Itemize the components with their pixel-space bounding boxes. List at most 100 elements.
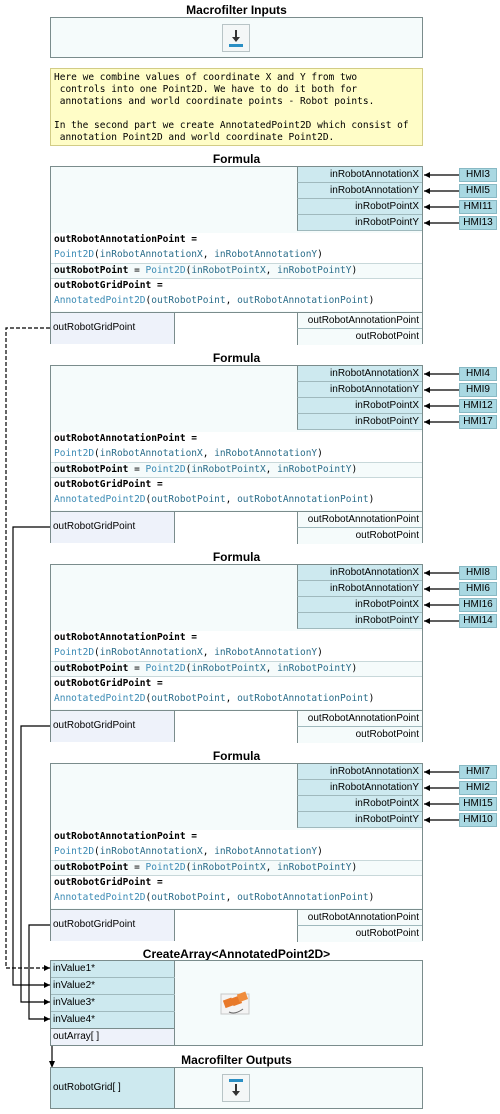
macrofilter-inputs-block[interactable] (50, 17, 423, 58)
code-line: outRobotAnnotationPoint = (51, 233, 422, 248)
output-port-annotation-point[interactable]: outRobotAnnotationPoint (297, 313, 422, 329)
code-arg: inRobotAnnotationY (214, 846, 318, 857)
formula-input-port[interactable]: inRobotAnnotationX (297, 167, 422, 183)
formula-input-port[interactable]: inRobotAnnotationX (297, 565, 422, 581)
code-arg: inRobotAnnotationY (214, 448, 318, 459)
code-line: outRobotPoint = Point2D(inRobotPointX, i… (51, 462, 422, 478)
formula-input-port[interactable]: inRobotPointX (297, 796, 422, 812)
create-array-input-3[interactable]: inValue3* (51, 995, 175, 1012)
formula-input-port[interactable]: inRobotAnnotationY (297, 780, 422, 796)
formula-input-port[interactable]: inRobotAnnotationY (297, 581, 422, 597)
output-port-grid-point[interactable]: outRobotGridPoint (51, 313, 175, 344)
code-line: outRobotGridPoint = (51, 677, 422, 692)
hmi-source-tag[interactable]: HMI9 (459, 383, 497, 397)
code-arg: inRobotAnnotationY (214, 647, 318, 658)
formula-title: Formula (212, 550, 261, 564)
code-arg: inRobotAnnotationX (99, 448, 203, 459)
hmi-source-tag[interactable]: HMI12 (459, 399, 497, 413)
formula-input-port[interactable]: inRobotAnnotationY (297, 183, 422, 199)
upload-icon[interactable] (222, 1074, 250, 1102)
code-line: outRobotPoint = Point2D(inRobotPointX, i… (51, 860, 422, 876)
code-fn: Point2D (54, 647, 95, 658)
code-assign: outRobotGridPoint = (54, 678, 163, 689)
formula-input-port[interactable]: inRobotAnnotationY (297, 382, 422, 398)
formula-output-row: outRobotGridPoint outRobotAnnotationPoint… (51, 511, 422, 544)
macrofilter-outputs-block[interactable]: outRobotGrid[ ] (50, 1067, 423, 1109)
formula-input-port[interactable]: inRobotPointY (297, 613, 422, 629)
formula-input-port[interactable]: inRobotPointY (297, 812, 422, 828)
code-line: Point2D(inRobotAnnotationX, inRobotAnnot… (51, 447, 422, 462)
hmi-source-tag[interactable]: HMI10 (459, 813, 497, 827)
code-arg: outRobotPoint (151, 892, 226, 903)
hmi-source-tag[interactable]: HMI3 (459, 168, 497, 182)
output-port-robot-point[interactable]: outRobotPoint (297, 528, 422, 544)
create-array-input-2[interactable]: inValue2* (51, 978, 175, 995)
code-line: Point2D(inRobotAnnotationX, inRobotAnnot… (51, 845, 422, 860)
formula-input-port[interactable]: inRobotPointY (297, 215, 422, 231)
code-assign: outRobotGridPoint = (54, 479, 163, 490)
code-line: outRobotGridPoint = (51, 876, 422, 891)
code-fn: AnnotatedPoint2D (54, 892, 146, 903)
output-port-annotation-point[interactable]: outRobotAnnotationPoint (297, 512, 422, 528)
code-fn: Point2D (54, 249, 95, 260)
hmi-arrows (424, 174, 459, 821)
output-port-robot-point[interactable]: outRobotPoint (297, 727, 422, 743)
download-icon[interactable] (222, 24, 250, 52)
create-array-block[interactable]: inValue1* inValue2* inValue3* inValue4* … (50, 960, 423, 1046)
code-arg: inRobotAnnotationX (99, 249, 203, 260)
hmi-source-tag[interactable]: HMI4 (459, 367, 497, 381)
formula-input-port[interactable]: inRobotPointX (297, 597, 422, 613)
code-fn: Point2D (145, 464, 186, 475)
output-port-robot-grid[interactable]: outRobotGrid[ ] (51, 1068, 175, 1108)
code-line: AnnotatedPoint2D(outRobotPoint, outRobot… (51, 891, 422, 908)
code-arg: outRobotPoint (151, 693, 226, 704)
formula-input-port[interactable]: inRobotAnnotationX (297, 366, 422, 382)
code-assign: outRobotGridPoint = (54, 280, 163, 291)
hmi-source-tag[interactable]: HMI7 (459, 765, 497, 779)
code-arg: outRobotAnnotationPoint (237, 892, 369, 903)
hmi-source-tag[interactable]: HMI5 (459, 184, 497, 198)
formula-input-port[interactable]: inRobotPointX (297, 398, 422, 414)
hmi-source-tag[interactable]: HMI13 (459, 216, 497, 230)
code-arg: inRobotAnnotationX (99, 846, 203, 857)
code-arg: inRobotPointX (191, 862, 266, 873)
create-array-input-4[interactable]: inValue4* (51, 1012, 175, 1029)
output-port-robot-point[interactable]: outRobotPoint (297, 926, 422, 942)
code-assign: outRobotPoint (54, 862, 129, 873)
hmi-source-tag[interactable]: HMI8 (459, 566, 497, 580)
formula-output-row: outRobotGridPoint outRobotAnnotationPoint… (51, 909, 422, 942)
output-port-grid-point[interactable]: outRobotGridPoint (51, 512, 175, 543)
hmi-source-tag[interactable]: HMI15 (459, 797, 497, 811)
formula-input-port[interactable]: inRobotAnnotationX (297, 764, 422, 780)
code-arg: outRobotAnnotationPoint (237, 295, 369, 306)
create-array-input-1[interactable]: inValue1* (51, 961, 175, 978)
output-port-grid-point[interactable]: outRobotGridPoint (51, 711, 175, 742)
code-arg: inRobotAnnotationY (214, 249, 318, 260)
output-port-annotation-point[interactable]: outRobotAnnotationPoint (297, 711, 422, 727)
output-port-annotation-point[interactable]: outRobotAnnotationPoint (297, 910, 422, 926)
hmi-source-tag[interactable]: HMI11 (459, 200, 497, 214)
comment-note[interactable]: Here we combine values of coordinate X a… (50, 68, 423, 146)
output-port-robot-point[interactable]: outRobotPoint (297, 329, 422, 345)
code-arg: inRobotPointY (277, 464, 352, 475)
code-fn: Point2D (145, 265, 186, 276)
code-arg: outRobotAnnotationPoint (237, 494, 369, 505)
create-array-output[interactable]: outArray[ ] (51, 1029, 175, 1045)
hmi-source-tag[interactable]: HMI14 (459, 614, 497, 628)
formula-input-port[interactable]: inRobotPointY (297, 414, 422, 430)
code-assign: outRobotAnnotationPoint = (54, 433, 197, 444)
formula-input-port[interactable]: inRobotPointX (297, 199, 422, 215)
code-line: AnnotatedPoint2D(outRobotPoint, outRobot… (51, 692, 422, 709)
hmi-source-tag[interactable]: HMI6 (459, 582, 497, 596)
code-line: AnnotatedPoint2D(outRobotPoint, outRobot… (51, 493, 422, 510)
code-arg: inRobotPointY (277, 265, 352, 276)
output-port-grid-point[interactable]: outRobotGridPoint (51, 910, 175, 941)
hmi-source-tag[interactable]: HMI2 (459, 781, 497, 795)
hmi-source-tag[interactable]: HMI16 (459, 598, 497, 612)
hmi-source-tag[interactable]: HMI17 (459, 415, 497, 429)
code-arg: outRobotAnnotationPoint (237, 693, 369, 704)
